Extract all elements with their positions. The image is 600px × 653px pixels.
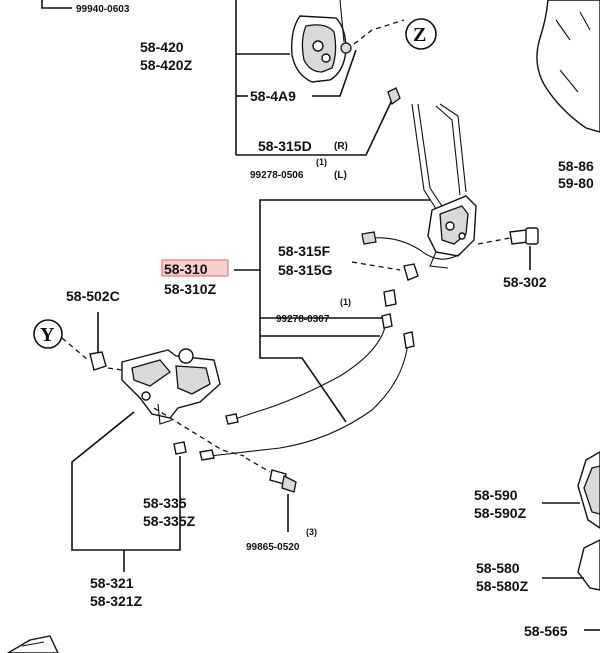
rod-1	[411, 103, 441, 216]
inner-handle-part	[290, 0, 352, 83]
label-58-315f: 58-315F	[278, 243, 331, 259]
label-58-310: 58-310	[164, 261, 208, 277]
rod-2	[417, 103, 447, 213]
label-58-580z: 58-580Z	[476, 578, 529, 594]
label-qty-1-b: (1)	[340, 297, 351, 307]
label-l: (L)	[334, 170, 347, 181]
callout-z	[405, 18, 437, 50]
cable-upper-tip	[225, 413, 239, 425]
label-58-310z: 58-310Z	[164, 281, 217, 297]
label-58-590: 58-590	[474, 487, 518, 503]
label-58-590z: 58-590Z	[474, 505, 527, 521]
outer-handle-assembly	[121, 348, 221, 425]
label-58-335z: 58-335Z	[143, 513, 196, 529]
label-58-565: 58-565	[524, 623, 568, 639]
bolt-99865-0520	[269, 469, 297, 493]
label-qty-1-a: (1)	[316, 157, 327, 167]
label-qty-3: (3)	[306, 527, 317, 537]
dash-to-z	[353, 19, 405, 45]
label-59-80: 59-80	[558, 175, 594, 191]
bottom-left-detail	[21, 641, 45, 647]
callout-y	[33, 319, 63, 349]
leader-99940	[41, 0, 72, 9]
label-58-302: 58-302	[503, 274, 547, 290]
regulator-part	[536, 0, 600, 133]
label-58-321z: 58-321Z	[90, 593, 143, 609]
label-99940-0603: 99940-0603	[76, 4, 130, 15]
label-58-335: 58-335	[143, 495, 187, 511]
cable-lower	[209, 341, 409, 457]
callout-y-letter: Y	[40, 324, 55, 346]
label-99865-0520: 99865-0520	[246, 542, 300, 553]
label-58-86: 58-86	[558, 158, 594, 174]
clip-99278-0307	[383, 289, 397, 307]
lower-right-part	[577, 451, 600, 591]
cable-lower-end	[403, 331, 415, 349]
cable-upper	[231, 321, 387, 421]
label-58-315g: 58-315G	[278, 262, 333, 278]
dash-58-315g	[351, 261, 401, 271]
leader-58-4a9	[312, 49, 357, 97]
dash-to-bolt	[245, 457, 271, 473]
clip-58-315d	[387, 87, 401, 106]
cable-end-58-315f	[361, 231, 377, 245]
label-58-580: 58-580	[476, 560, 520, 576]
leader-58-315d	[236, 99, 393, 156]
part-58-335	[173, 441, 187, 455]
bracket-58-310	[259, 199, 430, 423]
dash-from-y	[61, 337, 89, 361]
label-58-4a9: 58-4A9	[250, 88, 296, 104]
rod-3	[435, 105, 461, 196]
callout-z-letter: Z	[413, 24, 426, 46]
label-58-420z: 58-420Z	[140, 57, 193, 73]
clip-58-502c	[89, 351, 107, 371]
label-99278-0506: 99278-0506	[250, 170, 304, 181]
leader-58-321	[71, 411, 181, 551]
label-58-502c: 58-502C	[66, 288, 120, 304]
cable-upper-end	[381, 313, 393, 329]
label-58-420: 58-420	[140, 39, 184, 55]
label-58-315d-r: (R)	[334, 141, 348, 152]
door-lock-assembly	[427, 195, 477, 269]
highlight-58-310	[161, 259, 229, 277]
dash-clip-to-handle	[107, 367, 123, 371]
label-99278-0307: 99278-0307	[276, 314, 330, 325]
label-58-315d: 58-315D	[258, 138, 312, 154]
cable-58-315f	[371, 237, 461, 260]
screw-58-302	[509, 227, 539, 245]
rod-4	[439, 103, 467, 193]
label-58-321: 58-321	[90, 575, 134, 591]
cable-lower-tip	[199, 449, 215, 461]
clip-58-315g	[403, 263, 419, 281]
dash-to-58-302	[477, 237, 511, 245]
